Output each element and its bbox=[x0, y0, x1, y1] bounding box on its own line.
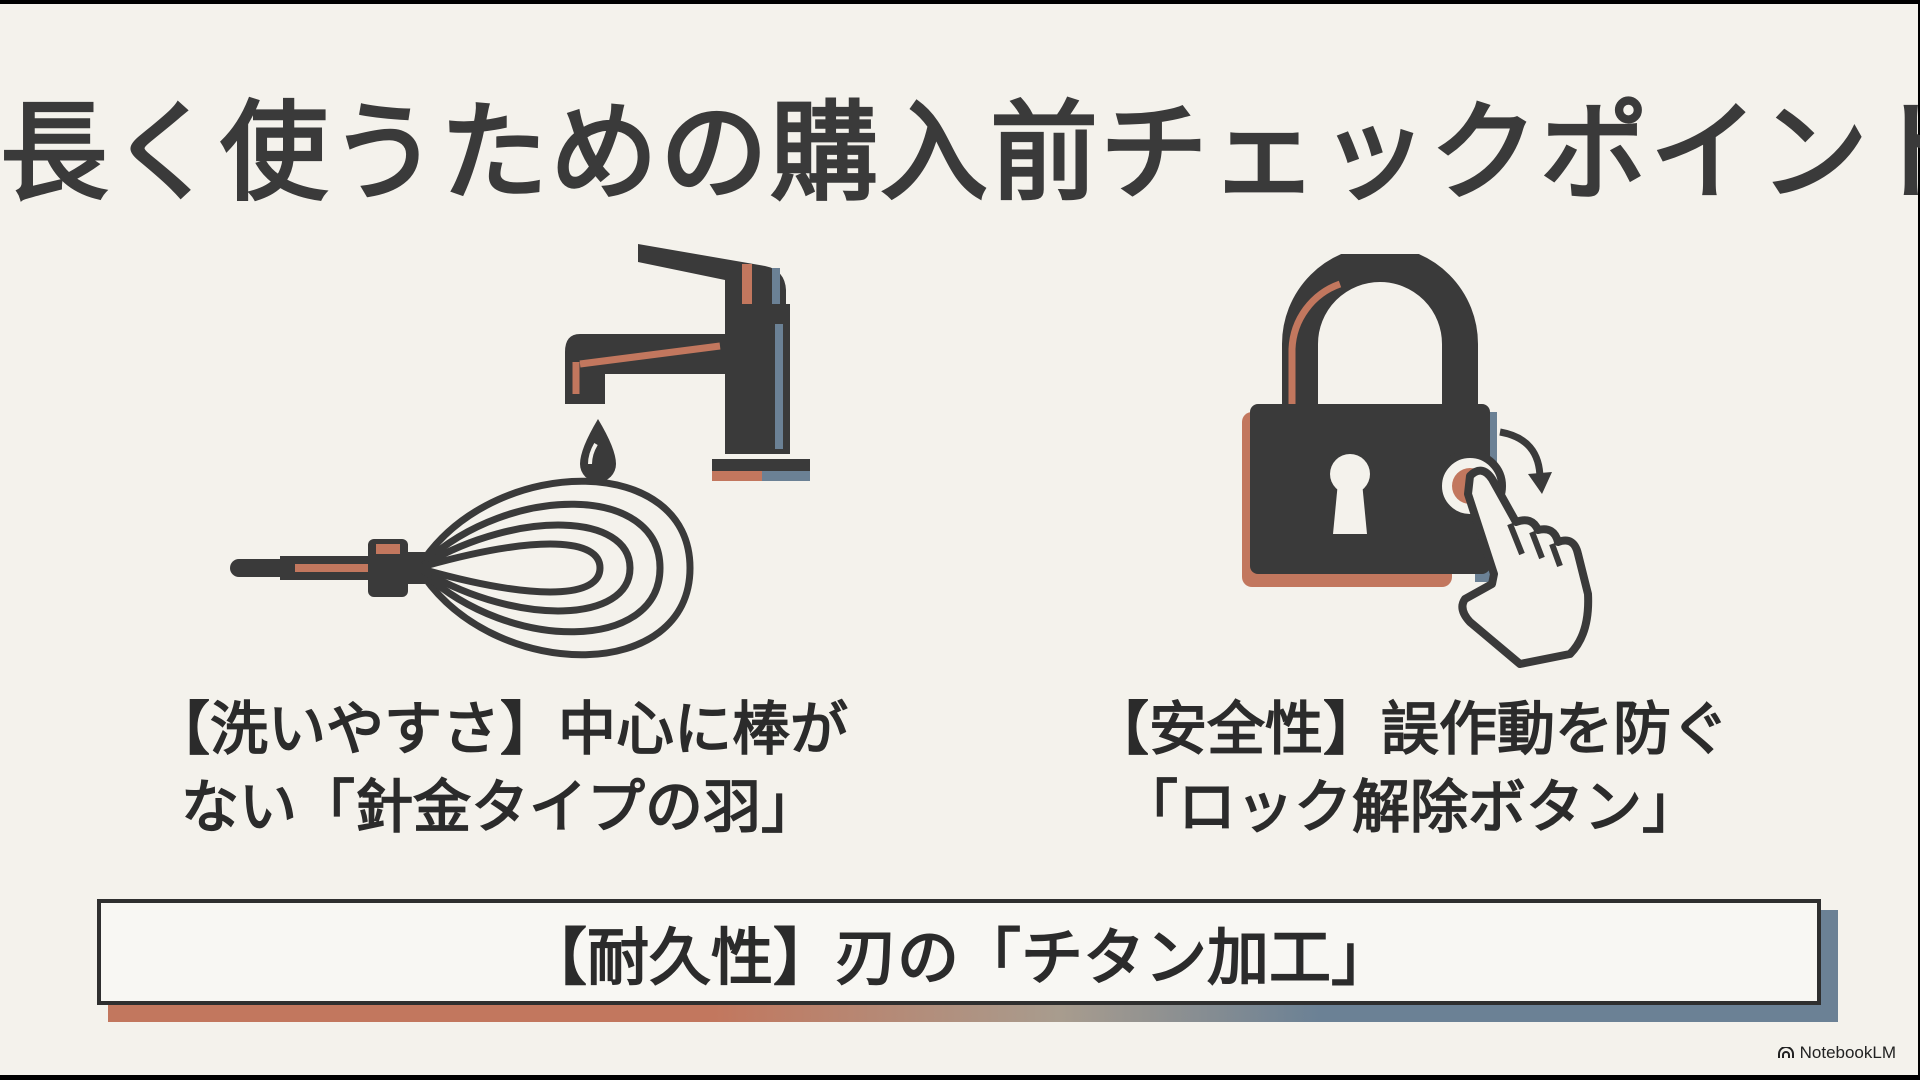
caption-line: ない「針金タイプの羽」 bbox=[180, 773, 819, 841]
caption-line: 【洗いやすさ】中心に棒が bbox=[151, 695, 848, 763]
washability-caption: 【洗いやすさ】中心に棒が ない「針金タイプの羽」 bbox=[110, 690, 890, 846]
durability-highlight-box: 【耐久性】刃の「チタン加工」 bbox=[97, 899, 1821, 1005]
whisk-icon bbox=[230, 477, 694, 659]
durability-text: 【耐久性】刃の「チタン加工」 bbox=[524, 921, 1393, 994]
caption-line: 【安全性】誤作動を防ぐ bbox=[1090, 695, 1729, 763]
pointing-hand-icon bbox=[1458, 466, 1593, 668]
brand-label: NotebookLM bbox=[1799, 1043, 1896, 1062]
faucet-icon bbox=[565, 244, 810, 482]
slide-title: 長く使うための購入前チェックポイント bbox=[0, 91, 1920, 216]
padlock-press-button-icon bbox=[1230, 246, 1630, 674]
faucet-and-whisk-icon bbox=[220, 234, 820, 674]
padlock-icon bbox=[1242, 246, 1497, 587]
caption-line: 「ロック解除ボタン」 bbox=[1119, 773, 1700, 841]
slide: 長く使うための購入前チェックポイント bbox=[0, 4, 1920, 1075]
brand-watermark: NotebookLM bbox=[1777, 1043, 1896, 1063]
notebooklm-logo-icon bbox=[1777, 1047, 1794, 1058]
safety-caption: 【安全性】誤作動を防ぐ 「ロック解除ボタン」 bbox=[1020, 690, 1800, 846]
